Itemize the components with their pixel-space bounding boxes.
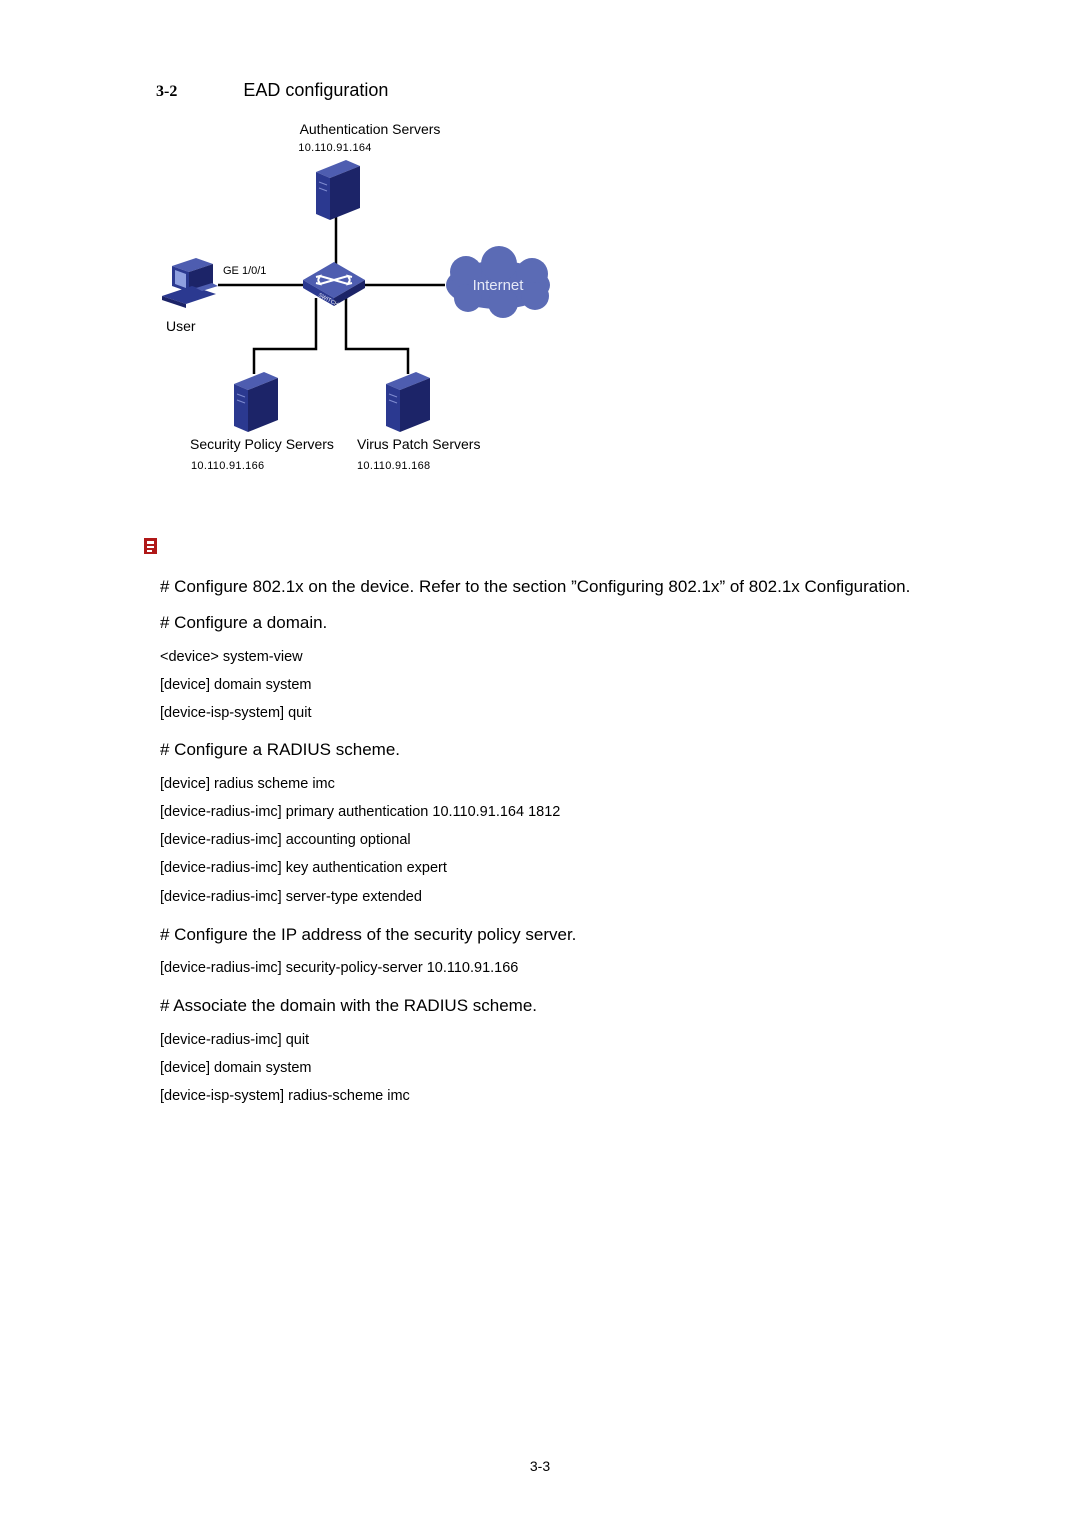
code-line: <device> system-view <box>160 649 303 665</box>
auth-server-label: Authentication Servers <box>300 121 441 137</box>
step-marker-icon <box>144 538 157 554</box>
interface-label: GE 1/0/1 <box>223 265 266 277</box>
paragraph-configure-domain: # Configure a domain. <box>160 613 328 632</box>
link-switch-patch <box>344 298 410 374</box>
internet-label: Internet <box>473 277 525 294</box>
network-diagram: SWITCH Internet Authentication Servers 1… <box>162 121 550 472</box>
code-line: [device] domain system <box>160 677 312 693</box>
user-label: User <box>166 318 196 334</box>
figure-number: 3-2 <box>156 83 178 100</box>
patch-server-ip: 10.110.91.168 <box>357 460 430 472</box>
code-line: [device-radius-imc] primary authenticati… <box>160 804 561 820</box>
internet-cloud-icon: Internet <box>446 246 550 318</box>
code-line: [device-isp-system] radius-scheme imc <box>160 1088 410 1104</box>
figure-title: EAD configuration <box>243 80 389 100</box>
security-server-icon <box>234 372 278 432</box>
link-switch-security <box>252 298 318 374</box>
paragraph-security-policy-server: # Configure the IP address of the securi… <box>160 925 577 944</box>
security-server-label: Security Policy Servers <box>190 436 334 452</box>
code-line: [device-radius-imc] key authentication e… <box>160 860 447 876</box>
paragraph-configure-8021x: # Configure 802.1x on the device. Refer … <box>160 577 911 596</box>
network-links <box>218 216 445 374</box>
patch-server-icon <box>386 372 430 432</box>
paragraph-configure-radius: # Configure a RADIUS scheme. <box>160 740 400 759</box>
code-line: [device] radius scheme imc <box>160 776 335 792</box>
security-server-ip: 10.110.91.166 <box>191 460 264 472</box>
page-number: 3-3 <box>529 1458 551 1474</box>
code-line: [device] domain system <box>160 1060 312 1076</box>
auth-server-ip: 10.110.91.164 <box>298 142 371 154</box>
auth-server-icon <box>316 160 360 220</box>
paragraph-associate-domain: # Associate the domain with the RADIUS s… <box>160 996 538 1015</box>
patch-server-label: Virus Patch Servers <box>357 436 480 452</box>
switch-icon: SWITCH <box>303 262 365 308</box>
user-pc-icon <box>162 258 218 308</box>
code-line: [device-radius-imc] server-type extended <box>160 889 422 905</box>
code-line: [device-isp-system] quit <box>160 705 312 721</box>
code-line: [device-radius-imc] quit <box>160 1032 310 1048</box>
code-line: [device-radius-imc] accounting optional <box>160 832 411 848</box>
figure-caption: 3-2 EAD configuration <box>156 80 388 101</box>
code-line: [device-radius-imc] security-policy-serv… <box>160 960 519 976</box>
